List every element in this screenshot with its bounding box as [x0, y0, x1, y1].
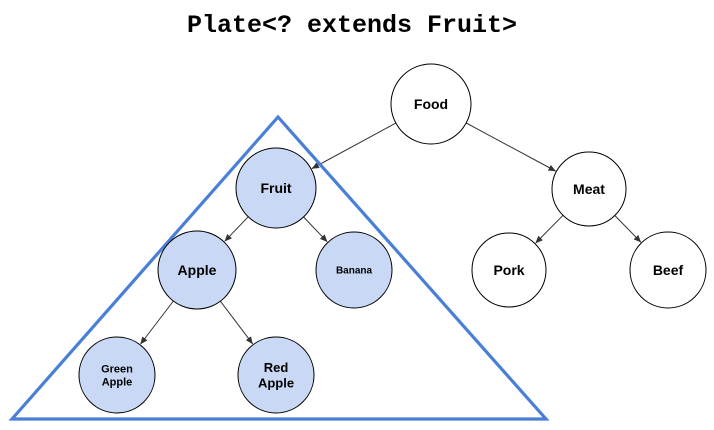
- node-circle-food: [390, 63, 472, 145]
- node-circle-pork: [471, 232, 547, 308]
- edge-apple-to-red-apple: [220, 300, 253, 345]
- node-circle-green-apple: [78, 336, 156, 414]
- edge-food-to-fruit: [311, 122, 397, 169]
- node-circle-meat: [551, 151, 627, 227]
- node-circle-fruit: [235, 147, 317, 229]
- edges-layer: [140, 122, 642, 345]
- node-fruit: Fruit: [235, 147, 317, 229]
- node-label-beef: Beef: [653, 262, 684, 278]
- node-food: Food: [390, 63, 472, 145]
- edge-fruit-to-banana: [303, 216, 328, 243]
- node-label-green-apple-line-1: Green: [101, 363, 133, 375]
- node-banana: Banana: [315, 231, 393, 309]
- node-label-green-apple-line-2: Apple: [102, 377, 133, 389]
- node-label-red-apple-line-1: Red: [264, 360, 289, 375]
- node-label-food: Food: [414, 96, 448, 112]
- node-beef: Beef: [629, 231, 707, 309]
- node-label-pork: Pork: [493, 262, 524, 278]
- edge-meat-to-pork: [535, 214, 564, 244]
- edge-apple-to-green-apple: [140, 300, 174, 345]
- node-label-fruit: Fruit: [260, 180, 291, 196]
- node-circle-apple: [157, 230, 237, 310]
- node-apple: Apple: [157, 230, 237, 310]
- edge-meat-to-beef: [614, 215, 642, 243]
- edge-fruit-to-apple: [224, 216, 249, 242]
- wildcard-bound-triangle: [8, 114, 550, 421]
- edge-food-to-meat: [465, 122, 556, 172]
- node-meat: Meat: [551, 151, 627, 227]
- node-label-apple: Apple: [178, 262, 217, 278]
- node-pork: Pork: [471, 232, 547, 308]
- node-label-red-apple-line-2: Apple: [258, 376, 294, 391]
- diagram-title: Plate<? extends Fruit>: [187, 11, 517, 40]
- node-circle-beef: [629, 231, 707, 309]
- node-label-banana: Banana: [336, 266, 373, 277]
- node-label-meat: Meat: [573, 181, 605, 197]
- node-circle-banana: [315, 231, 393, 309]
- node-circle-red-apple: [237, 336, 315, 414]
